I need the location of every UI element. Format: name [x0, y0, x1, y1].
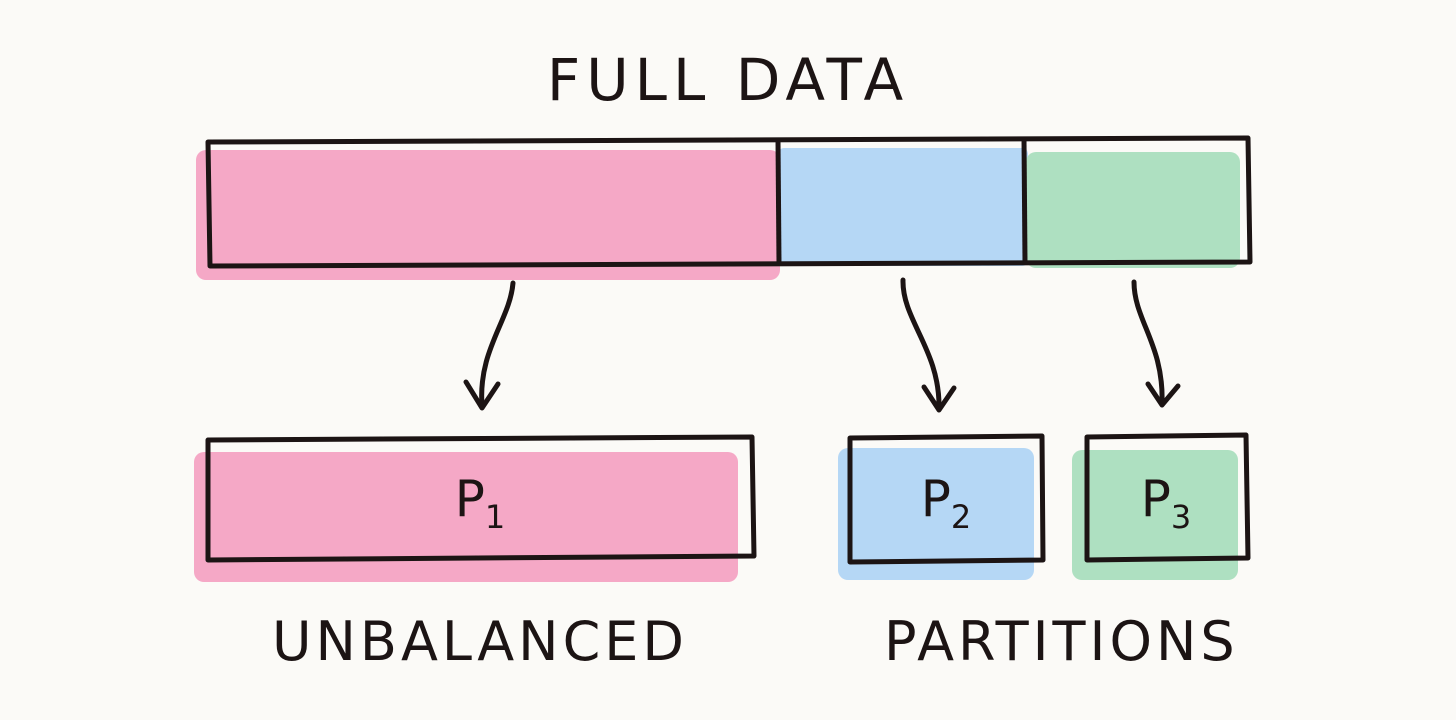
p3-label-sub: 3 [1170, 498, 1192, 536]
p2-label: P2 [846, 470, 1046, 536]
full-bar-p1-fill [196, 150, 780, 280]
p3-outline [1084, 432, 1251, 563]
full-bar-p2-fill [778, 148, 1028, 266]
p3-label: P3 [1066, 470, 1266, 536]
p1-label-name: P [454, 470, 485, 528]
full-bar-outline [205, 135, 1253, 269]
full-bar-divider-1 [775, 139, 782, 264]
caption-unbalanced: UNBALANCED [272, 610, 688, 673]
p2-label-name: P [920, 470, 951, 528]
arrow-to-p3 [1131, 279, 1181, 408]
p2-outline [847, 433, 1046, 565]
p3-fill [1072, 450, 1238, 580]
arrow-to-p2 [900, 277, 957, 413]
p2-label-sub: 2 [950, 498, 972, 536]
p1-fill [194, 452, 738, 582]
p1-outline [205, 434, 757, 563]
p1-label-sub: 1 [484, 498, 506, 536]
p2-fill [838, 448, 1034, 580]
p1-label: P1 [380, 470, 580, 536]
arrow-to-p1 [463, 280, 516, 411]
p3-label-name: P [1140, 470, 1171, 528]
full-bar-divider-2 [1021, 138, 1028, 263]
caption-partitions: PARTITIONS [884, 610, 1239, 673]
full-bar-p3-fill [1026, 152, 1240, 268]
diagram-title: FULL DATA [546, 46, 910, 114]
